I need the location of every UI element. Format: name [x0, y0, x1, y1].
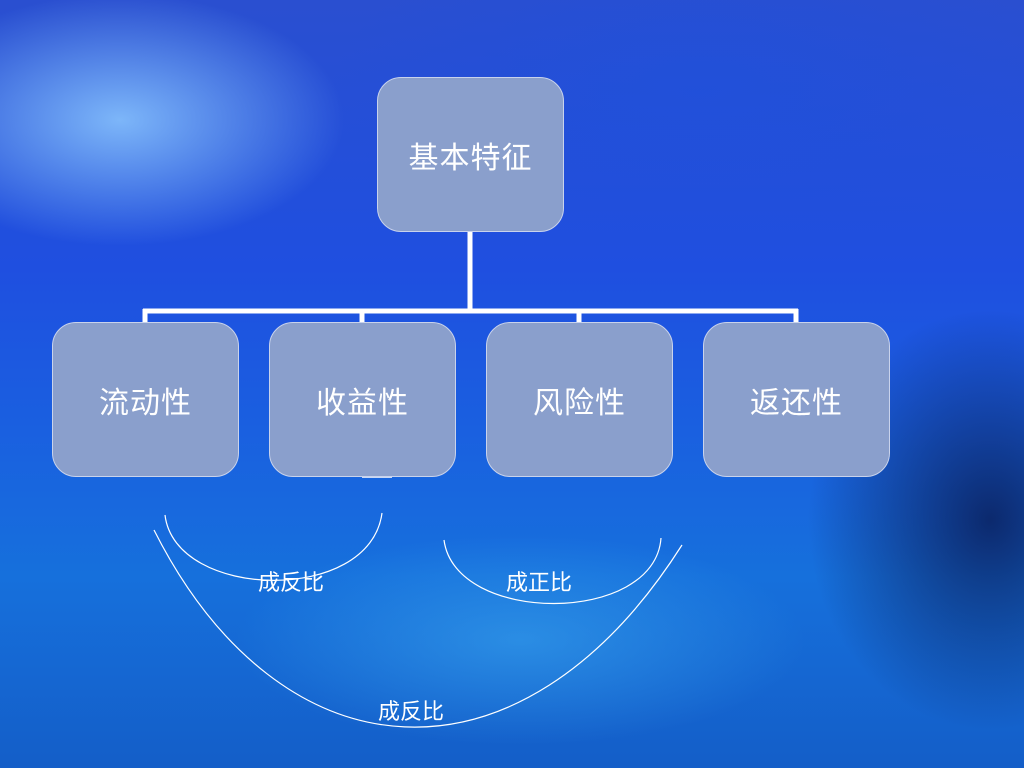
child-node-label: 流动性 [99, 385, 192, 421]
arc-liquidity-risk [153, 529, 683, 728]
child-node-label: 风险性 [533, 385, 626, 421]
child-node-return: 收益性 [269, 322, 456, 477]
child-node-label: 收益性 [316, 385, 409, 421]
root-node-label: 基本特征 [408, 140, 533, 176]
child-node-repayment: 返还性 [703, 322, 890, 477]
child-node-liquidity: 流动性 [52, 322, 239, 477]
relation-label-inverse-1: 成反比 [258, 571, 325, 596]
root-node-basic-features: 基本特征 [377, 77, 564, 232]
child-node-label: 返还性 [750, 385, 843, 421]
relation-label-inverse-2: 成反比 [378, 700, 445, 725]
child-node-risk: 风险性 [486, 322, 673, 477]
relation-label-direct: 成正比 [506, 571, 573, 596]
